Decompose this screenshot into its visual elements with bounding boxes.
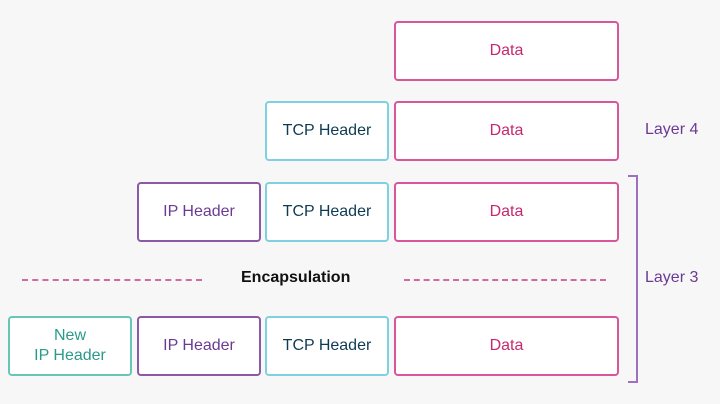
data-block-row1: Data: [394, 21, 619, 81]
ip-header-label: IP Header: [163, 337, 235, 354]
ip-header-label: IP Header: [163, 203, 235, 220]
data-block-row4: Data: [394, 316, 619, 376]
tcp-header-label: TCP Header: [282, 203, 372, 220]
tcp-header-block-row2: TCP Header: [265, 101, 389, 161]
ip-header-block-row3: IP Header: [137, 182, 261, 242]
layer-4-label: Layer 4: [645, 121, 699, 138]
data-block-row2: Data: [394, 101, 619, 161]
tcp-header-block-row4: TCP Header: [265, 316, 389, 376]
new-ip-header-label: New IP Header: [34, 327, 106, 364]
new-ip-header-block: New IP Header: [8, 316, 132, 376]
layer-3-label: Layer 3: [645, 269, 699, 286]
layer-3-bracket: [628, 175, 638, 383]
data-label: Data: [489, 122, 524, 139]
data-label: Data: [489, 42, 524, 59]
tcp-header-label: TCP Header: [282, 337, 372, 354]
ip-header-block-row4: IP Header: [137, 316, 261, 376]
tcp-header-label: TCP Header: [282, 122, 372, 139]
data-label: Data: [489, 337, 524, 354]
encapsulation-label: Encapsulation: [241, 269, 351, 286]
data-block-row3: Data: [394, 182, 619, 242]
data-label: Data: [489, 203, 524, 220]
dashed-line-right: [404, 279, 606, 281]
tcp-header-block-row3: TCP Header: [265, 182, 389, 242]
dashed-line-left: [22, 279, 202, 281]
